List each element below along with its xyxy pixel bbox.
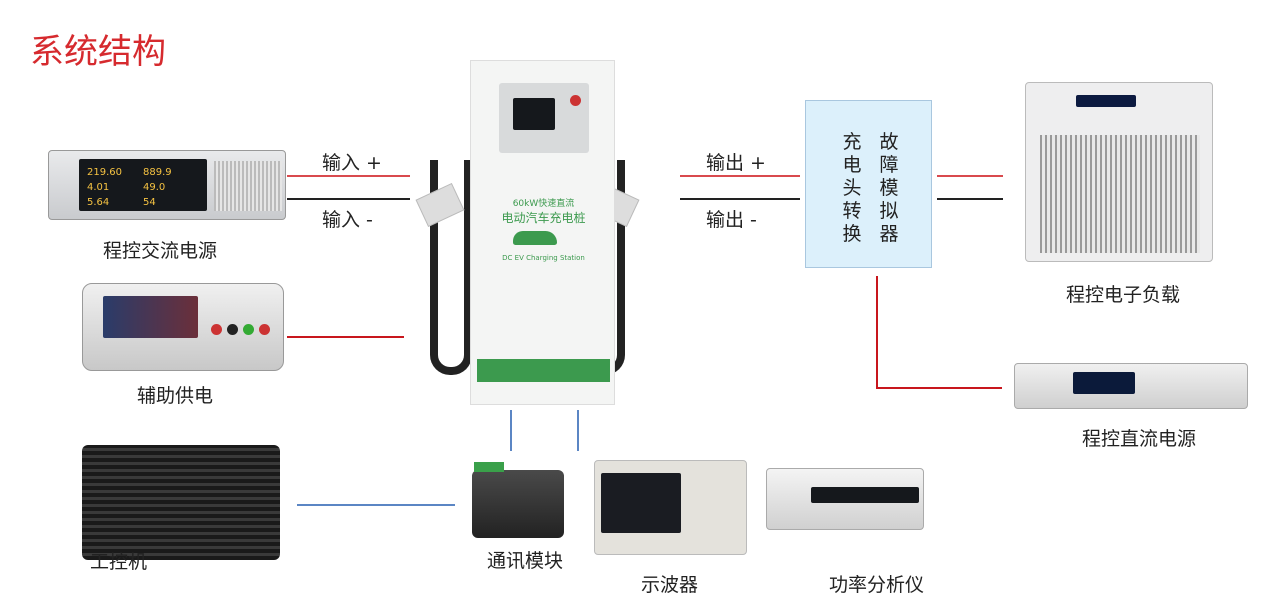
dc-source-device xyxy=(1014,363,1248,409)
oscilloscope-device xyxy=(594,460,747,555)
dc-source-label: 程控直流电源 xyxy=(1082,428,1197,450)
input-negative-line xyxy=(287,198,410,200)
fault-simulator-box: 充电头转换 故障模拟器 xyxy=(805,100,932,268)
ac-reading: 219.60 xyxy=(87,167,122,178)
input-positive-line xyxy=(287,175,410,177)
dc-source-line-vertical xyxy=(876,276,878,389)
ac-reading: 5.64 xyxy=(87,197,110,208)
oscilloscope-label: 示波器 xyxy=(641,574,699,596)
car-icon xyxy=(513,231,557,245)
connector-converter-text: 充电头转换 xyxy=(842,131,862,245)
input-plus-label: 输入 + xyxy=(322,152,382,174)
ac-reading: 4.01 xyxy=(87,182,110,193)
output-positive-line xyxy=(680,175,800,177)
load-negative-line xyxy=(937,198,1003,200)
aux-supply-device xyxy=(82,283,284,371)
power-analyzer-device xyxy=(766,468,924,530)
charger-name-text: 电动汽车充电桩 xyxy=(501,211,586,225)
electronic-load-label: 程控电子负载 xyxy=(1066,284,1181,306)
ev-charger: 60kW快速直流 电动汽车充电桩 DC EV Charging Station xyxy=(415,60,640,405)
comm-line xyxy=(510,410,512,451)
ipc-device xyxy=(82,445,280,560)
output-plus-label: 输出 + xyxy=(706,152,766,174)
ac-reading: 54 xyxy=(143,197,156,208)
dc-source-line xyxy=(876,387,1002,389)
comm-module-label: 通讯模块 xyxy=(487,550,564,572)
comm-line xyxy=(577,410,579,451)
ipc-comm-line xyxy=(297,504,455,506)
power-analyzer-label: 功率分析仪 xyxy=(829,574,925,596)
fault-simulator-text: 故障模拟器 xyxy=(879,131,899,245)
aux-supply-label: 辅助供电 xyxy=(137,385,214,407)
charger-en-text: DC EV Charging Station xyxy=(502,254,585,262)
ipc-label: 工控机 xyxy=(90,551,148,573)
output-negative-line xyxy=(680,198,800,200)
input-minus-label: 输入 - xyxy=(322,209,373,231)
output-minus-label: 输出 - xyxy=(706,209,757,231)
ac-source-device: 219.60 889.9 4.01 49.0 5.64 54 xyxy=(48,150,286,220)
page-title: 系统结构 xyxy=(30,32,166,72)
load-positive-line xyxy=(937,175,1003,177)
electronic-load-device xyxy=(1025,82,1213,262)
charger-power-text: 60kW快速直流 xyxy=(512,199,575,209)
comm-module-device xyxy=(472,462,564,538)
ac-reading: 889.9 xyxy=(143,167,172,178)
ac-reading: 49.0 xyxy=(143,182,166,193)
ac-source-label: 程控交流电源 xyxy=(103,240,218,262)
aux-power-line xyxy=(287,336,404,338)
